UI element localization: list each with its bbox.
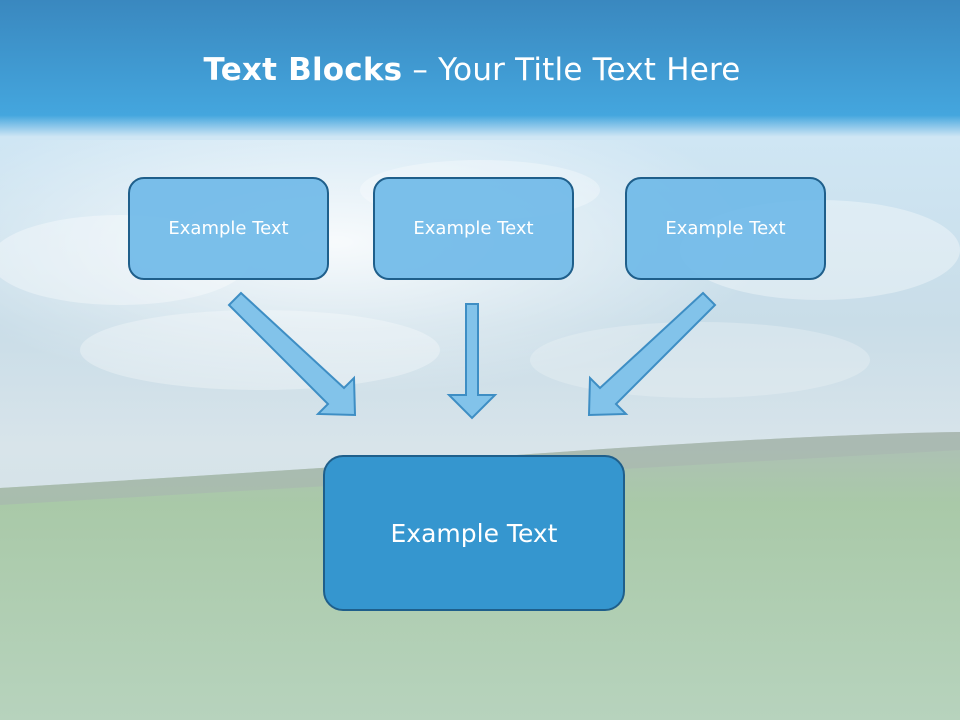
- arrow-right-diagonal: [587, 291, 717, 417]
- bottom-text-block: Example Text: [323, 455, 625, 611]
- top-center-text-block: Example Text: [373, 177, 574, 280]
- top-right-text: Example Text: [665, 218, 786, 239]
- top-right-text-block: Example Text: [625, 177, 826, 280]
- arrow-left-diagonal: [227, 291, 357, 417]
- top-left-text-block: Example Text: [128, 177, 329, 280]
- title-dash: –: [402, 52, 439, 88]
- top-left-text: Example Text: [168, 218, 289, 239]
- title-rest-part: Your Title Text Here: [438, 52, 741, 88]
- arrow-center-down: [446, 303, 498, 420]
- slide-title: Text Blocks – Your Title Text Here: [0, 52, 944, 88]
- top-center-text: Example Text: [413, 218, 534, 239]
- title-bold-part: Text Blocks: [203, 52, 403, 88]
- bottom-text: Example Text: [390, 518, 558, 548]
